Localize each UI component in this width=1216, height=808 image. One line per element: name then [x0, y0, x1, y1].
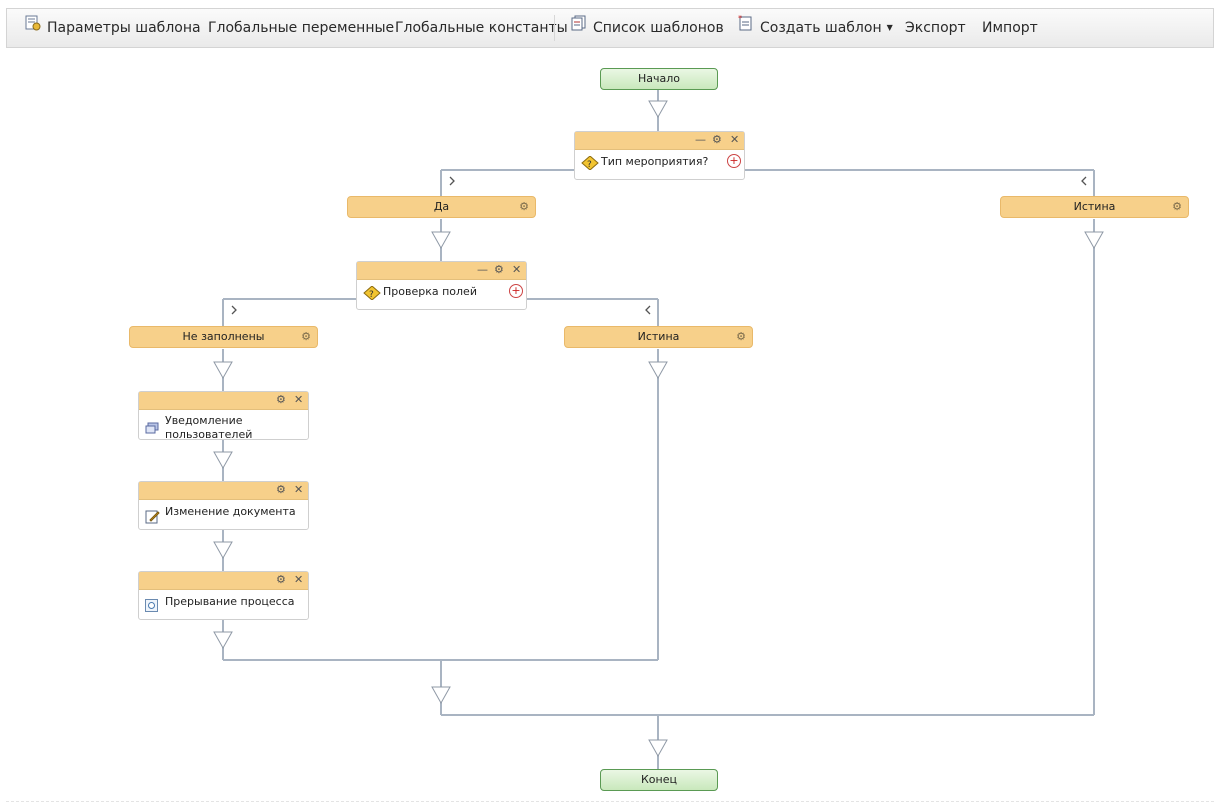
card-header: — ⚙ ✕ — [357, 262, 526, 280]
branch-label: Истина — [637, 330, 680, 343]
branch-not-filled[interactable]: Не заполнены ⚙ — [129, 326, 318, 348]
branch-yes[interactable]: Да ⚙ — [347, 196, 536, 218]
template-list-icon — [571, 8, 587, 46]
branch-true-inner[interactable]: Истина ⚙ — [564, 326, 753, 348]
export-label: Экспорт — [905, 20, 966, 36]
decision-icon: ? — [363, 285, 381, 304]
gear-icon[interactable]: ⚙ — [301, 330, 311, 343]
template-params-button[interactable]: Параметры шаблона — [25, 9, 201, 47]
toolbar: Параметры шаблона Глобальные переменные … — [6, 8, 1214, 48]
gear-icon[interactable]: ⚙ — [519, 200, 529, 213]
notify-icon — [145, 422, 159, 438]
global-vars-label: Глобальные переменные — [208, 20, 395, 36]
decision-icon: ? — [581, 155, 599, 174]
gear-icon[interactable]: ⚙ — [1172, 200, 1182, 213]
flow-arrow — [431, 231, 451, 250]
action-abort-process[interactable]: ⚙ ✕ Прерывание процесса — [138, 571, 309, 620]
create-template-button[interactable]: * Создать шаблон ▼ — [738, 9, 893, 47]
svg-text:?: ? — [369, 290, 374, 300]
action-notify-users[interactable]: ⚙ ✕ Уведомление пользователей — [138, 391, 309, 441]
svg-text:*: * — [738, 15, 742, 23]
branch-true-outer[interactable]: Истина ⚙ — [1000, 196, 1189, 218]
decision-field-check[interactable]: — ⚙ ✕ ? Проверка полей + — [356, 261, 527, 310]
global-consts-button[interactable]: Глобальные константы — [395, 9, 568, 47]
close-icon[interactable]: ✕ — [512, 263, 522, 276]
flow-arrow — [213, 451, 233, 470]
card-header: ⚙ ✕ — [139, 392, 308, 410]
gear-icon[interactable]: ⚙ — [276, 393, 286, 406]
close-icon[interactable]: ✕ — [294, 483, 304, 496]
flow-arrow — [431, 686, 451, 705]
decision-event-type[interactable]: — ⚙ ✕ ? Тип мероприятия? + — [574, 131, 745, 180]
flow-arrow — [648, 100, 668, 119]
svg-text:?: ? — [587, 160, 592, 170]
branch-label: Не заполнены — [182, 330, 265, 343]
abort-icon — [145, 599, 158, 616]
chevron-left-icon[interactable] — [645, 305, 651, 315]
action-title: Изменение документа — [165, 505, 296, 518]
close-icon[interactable]: ✕ — [294, 573, 304, 586]
gear-icon[interactable]: ⚙ — [276, 483, 286, 496]
chevron-down-icon: ▼ — [886, 23, 893, 32]
branch-label: Истина — [1073, 200, 1116, 213]
action-change-document[interactable]: ⚙ ✕ Изменение документа — [138, 481, 309, 530]
create-template-label: Создать шаблон — [760, 20, 882, 36]
gear-icon[interactable]: ⚙ — [276, 573, 286, 586]
global-consts-label: Глобальные константы — [395, 20, 568, 36]
chevron-right-icon[interactable] — [231, 305, 237, 315]
branch-label: Да — [433, 200, 450, 213]
template-list-label: Список шаблонов — [593, 20, 724, 36]
flow-arrow — [213, 631, 233, 650]
card-header: ⚙ ✕ — [139, 572, 308, 590]
action-title-line2: пользователей — [165, 428, 253, 441]
start-node[interactable]: Начало — [600, 68, 718, 90]
flow-arrow — [213, 541, 233, 560]
gear-icon[interactable]: ⚙ — [712, 133, 722, 146]
global-vars-button[interactable]: Глобальные переменные — [208, 9, 394, 47]
toolbar-divider — [554, 15, 555, 41]
minimize-icon[interactable]: — — [477, 263, 488, 276]
flow-arrow — [213, 361, 233, 380]
card-header: — ⚙ ✕ — [575, 132, 744, 150]
edit-doc-icon — [145, 509, 160, 528]
chevron-left-icon[interactable] — [1081, 176, 1087, 186]
add-icon[interactable]: + — [509, 284, 523, 298]
template-params-label: Параметры шаблона — [47, 20, 201, 36]
gear-icon[interactable]: ⚙ — [494, 263, 504, 276]
end-node[interactable]: Конец — [600, 769, 718, 791]
gear-icon[interactable]: ⚙ — [736, 330, 746, 343]
flow-arrow — [1084, 231, 1104, 250]
import-label: Импорт — [982, 20, 1038, 36]
end-label: Конец — [641, 773, 677, 786]
close-icon[interactable]: ✕ — [730, 133, 740, 146]
add-icon[interactable]: + — [727, 154, 741, 168]
canvas-bottom-border — [6, 801, 1214, 802]
export-button[interactable]: Экспорт — [905, 9, 966, 47]
card-header: ⚙ ✕ — [139, 482, 308, 500]
flow-arrow — [648, 739, 668, 758]
action-title: Прерывание процесса — [165, 595, 295, 608]
close-icon[interactable]: ✕ — [294, 393, 304, 406]
minimize-icon[interactable]: — — [695, 133, 706, 146]
start-label: Начало — [637, 72, 680, 85]
template-list-button[interactable]: Список шаблонов — [571, 9, 724, 47]
chevron-right-icon[interactable] — [449, 176, 455, 186]
decision-title: Тип мероприятия? — [601, 155, 709, 168]
decision-title: Проверка полей — [383, 285, 477, 298]
create-template-icon: * — [738, 8, 754, 46]
action-title-line1: Уведомление — [165, 414, 243, 427]
template-params-icon — [25, 8, 41, 46]
import-button[interactable]: Импорт — [982, 9, 1038, 47]
flow-arrow — [648, 361, 668, 380]
